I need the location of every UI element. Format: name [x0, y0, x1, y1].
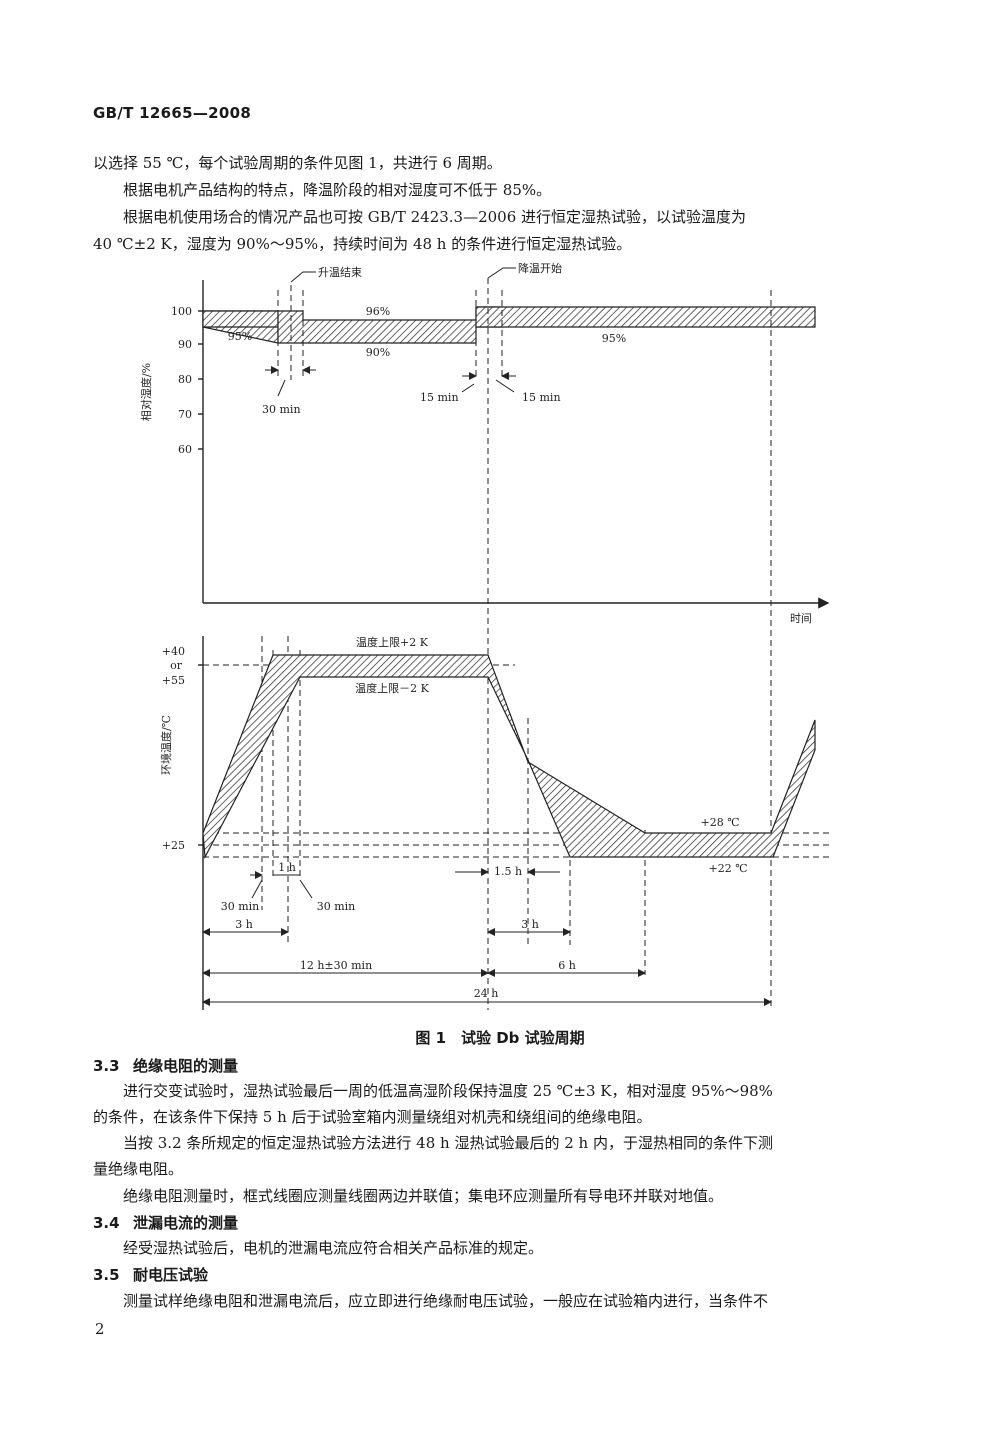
dim-1h: 1 h	[278, 861, 296, 874]
section-number: 3.3	[93, 1057, 120, 1075]
humidity-label-90: 90%	[366, 346, 390, 359]
section-3-3-heading: 3.3 绝缘电阻的测量	[93, 1055, 238, 1076]
temp-tick-or: or	[170, 659, 183, 672]
humidity-15min-left-label: 15 min	[420, 391, 459, 404]
section-title: 绝缘电阻的测量	[133, 1057, 239, 1075]
page-number: 2	[95, 1320, 105, 1338]
intro-paragraph-2: 根据电机产品结构的特点，降温阶段的相对湿度可不低于 85%。	[123, 181, 552, 199]
dim-30min-left: 30 min	[221, 900, 260, 913]
section-3-3-para-4: 量绝缘电阻。	[93, 1160, 184, 1178]
section-title: 泄漏电流的测量	[133, 1214, 239, 1232]
temperature-axis-label: 环境温度/℃	[159, 715, 173, 775]
humidity-tick-100: 100	[171, 305, 192, 318]
rise-end-label: 升温结束	[318, 266, 362, 279]
intro-paragraph-1: 以选择 55 ℃，每个试验周期的条件见图 1，共进行 6 周期。	[93, 154, 502, 172]
dim-30min-right: 30 min	[317, 900, 356, 913]
fall-start-label: 降温开始	[518, 261, 562, 275]
temp-upper-label: 温度上限+2 K	[356, 635, 429, 649]
temp-lower-label: 温度上限－2 K	[355, 681, 429, 695]
section-3-3-para-3: 当按 3.2 条所规定的恒定湿热试验方法进行 48 h 湿热试验最后的 2 h …	[123, 1134, 773, 1152]
temp-28-label: +28 ℃	[700, 816, 739, 829]
section-3-3-para-5: 绝缘电阻测量时，框式线圈应测量线圈两边并联值；集电环应测量所有导电环并联对地值。	[123, 1187, 724, 1205]
dim-6h: 6 h	[558, 959, 576, 972]
figure-caption: 图 1 试验 Db 试验周期	[415, 1029, 585, 1047]
section-number: 3.4	[93, 1214, 120, 1232]
humidity-label-95-left: 95%	[228, 330, 252, 343]
time-axis-label: 时间	[790, 612, 812, 625]
dim-3h-left: 3 h	[235, 918, 253, 931]
humidity-tick-60: 60	[178, 443, 192, 456]
temperature-band	[202, 654, 816, 860]
temp-tick-25: +25	[162, 839, 185, 852]
temperature-axes	[198, 636, 204, 1010]
humidity-tick-90: 90	[178, 338, 192, 351]
guide-lines	[203, 278, 830, 1010]
dim-24h: 24 h	[474, 987, 499, 1000]
section-title: 耐电压试验	[133, 1266, 209, 1284]
humidity-band	[202, 306, 816, 344]
humidity-15min-right-label: 15 min	[522, 391, 561, 404]
intro-paragraph-3: 根据电机使用场合的情况产品也可按 GB/T 2423.3—2006 进行恒定湿热…	[123, 208, 747, 226]
humidity-30min-label: 30 min	[262, 403, 301, 416]
section-3-5-para-1: 测量试样绝缘电阻和泄漏电流后，应立即进行绝缘耐电压试验，一般应在试验箱内进行，当…	[123, 1292, 769, 1310]
dim-12h: 12 h±30 min	[300, 959, 372, 972]
standard-header: GB/T 12665—2008	[93, 104, 252, 122]
dim-3h-right: 3 h	[521, 918, 539, 931]
humidity-tick-80: 80	[178, 373, 192, 386]
intro-paragraph-4: 40 ℃±2 K，湿度为 90%～95%，持续时间为 48 h 的条件进行恒定湿…	[93, 235, 632, 253]
temp-tick-40: +40	[162, 645, 185, 658]
humidity-tick-70: 70	[178, 408, 192, 421]
section-3-3-para-2: 的条件，在该条件下保持 5 h 后于试验室箱内测量绕组对机壳和绕组间的绝缘电阻。	[93, 1108, 652, 1126]
section-number: 3.5	[93, 1266, 120, 1284]
section-3-4-heading: 3.4 泄漏电流的测量	[93, 1212, 238, 1233]
humidity-label-95-right: 95%	[602, 332, 626, 345]
section-3-3-para-1: 进行交变试验时，湿热试验最后一周的低温高湿阶段保持温度 25 ℃±3 K，相对湿…	[123, 1082, 773, 1100]
humidity-axis-label: 相对湿度/%	[139, 363, 153, 421]
section-3-4-para-1: 经受湿热试验后，电机的泄漏电流应符合相关产品标准的规定。	[123, 1239, 544, 1257]
temp-tick-55: +55	[162, 674, 185, 687]
humidity-axes	[198, 280, 830, 609]
dim-1-5h: 1.5 h	[494, 865, 522, 878]
section-3-5-heading: 3.5 耐电压试验	[93, 1264, 208, 1285]
temp-22-label: +22 ℃	[708, 862, 747, 875]
humidity-label-96: 96%	[366, 305, 390, 318]
